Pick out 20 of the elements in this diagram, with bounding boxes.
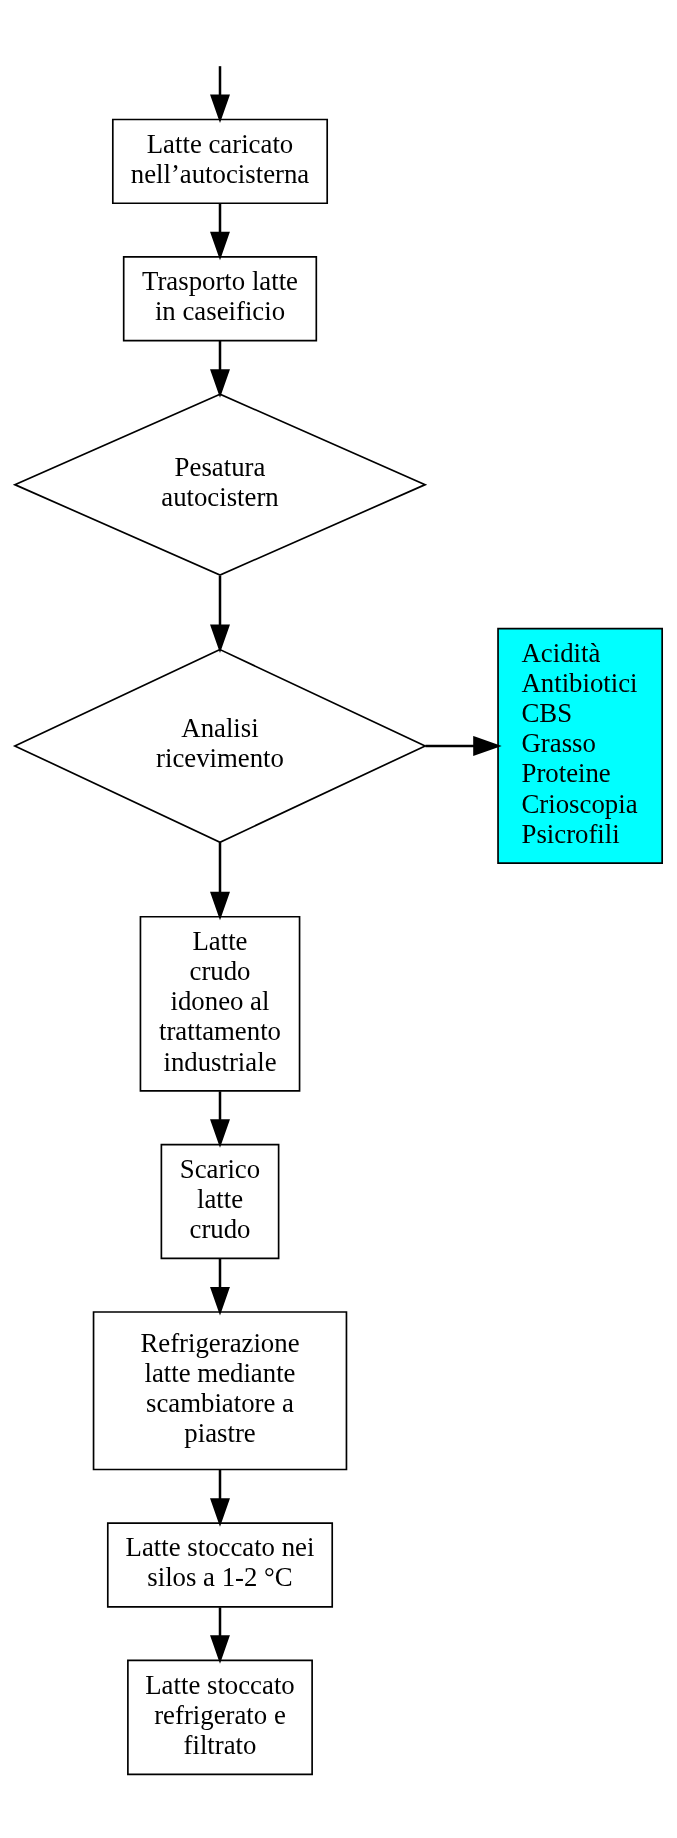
- arrow: [210, 340, 230, 398]
- arrow: [210, 202, 230, 260]
- node-box: Scarico latte crudo: [160, 1143, 280, 1259]
- node-diamond: Pesatura autocistern: [12, 392, 428, 576]
- arrow: [425, 735, 502, 756]
- node-box: Acidità Antibiotici CBS Grasso Proteine Crioscopia Psicrofili: [497, 627, 663, 864]
- arrow: [210, 1090, 230, 1148]
- node-diamond: Analisi ricevimento: [12, 648, 428, 843]
- node-box: Refrigerazione latte mediante scambiatore a piastre: [92, 1310, 348, 1470]
- arrow: [210, 575, 230, 653]
- arrow: [210, 1606, 230, 1664]
- node-box: Latte stoccato refrigerato e filtrato: [127, 1659, 313, 1775]
- arrow: [210, 1257, 230, 1315]
- arrow: [210, 841, 230, 920]
- arrow: [210, 1469, 230, 1527]
- node-box: Latte caricato nell’autocisterna: [111, 118, 329, 204]
- node-box: Latte stoccato nei silos a 1-2 °C: [106, 1521, 334, 1608]
- node-box: Latte crudo idoneo al trattamento industriale: [139, 915, 301, 1092]
- node-box: Trasporto latte in caseificio: [122, 255, 318, 341]
- arrow: [210, 65, 230, 123]
